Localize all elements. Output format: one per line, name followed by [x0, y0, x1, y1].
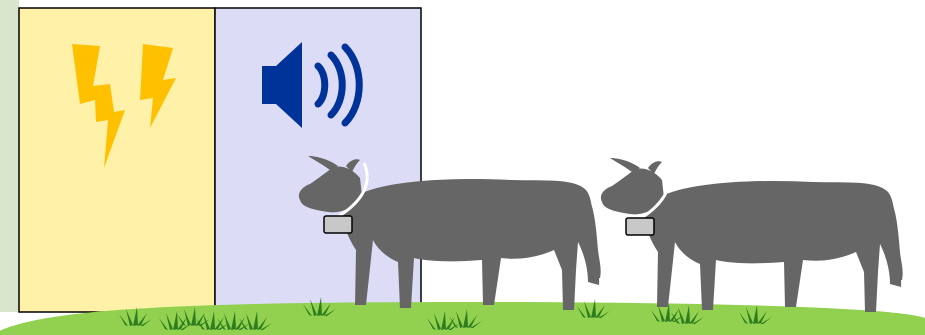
electric-shock-zone: [19, 8, 215, 312]
collar-device: [626, 218, 654, 235]
left-strip: [0, 0, 19, 312]
collar-device: [324, 216, 352, 233]
cow-2: [601, 158, 903, 312]
